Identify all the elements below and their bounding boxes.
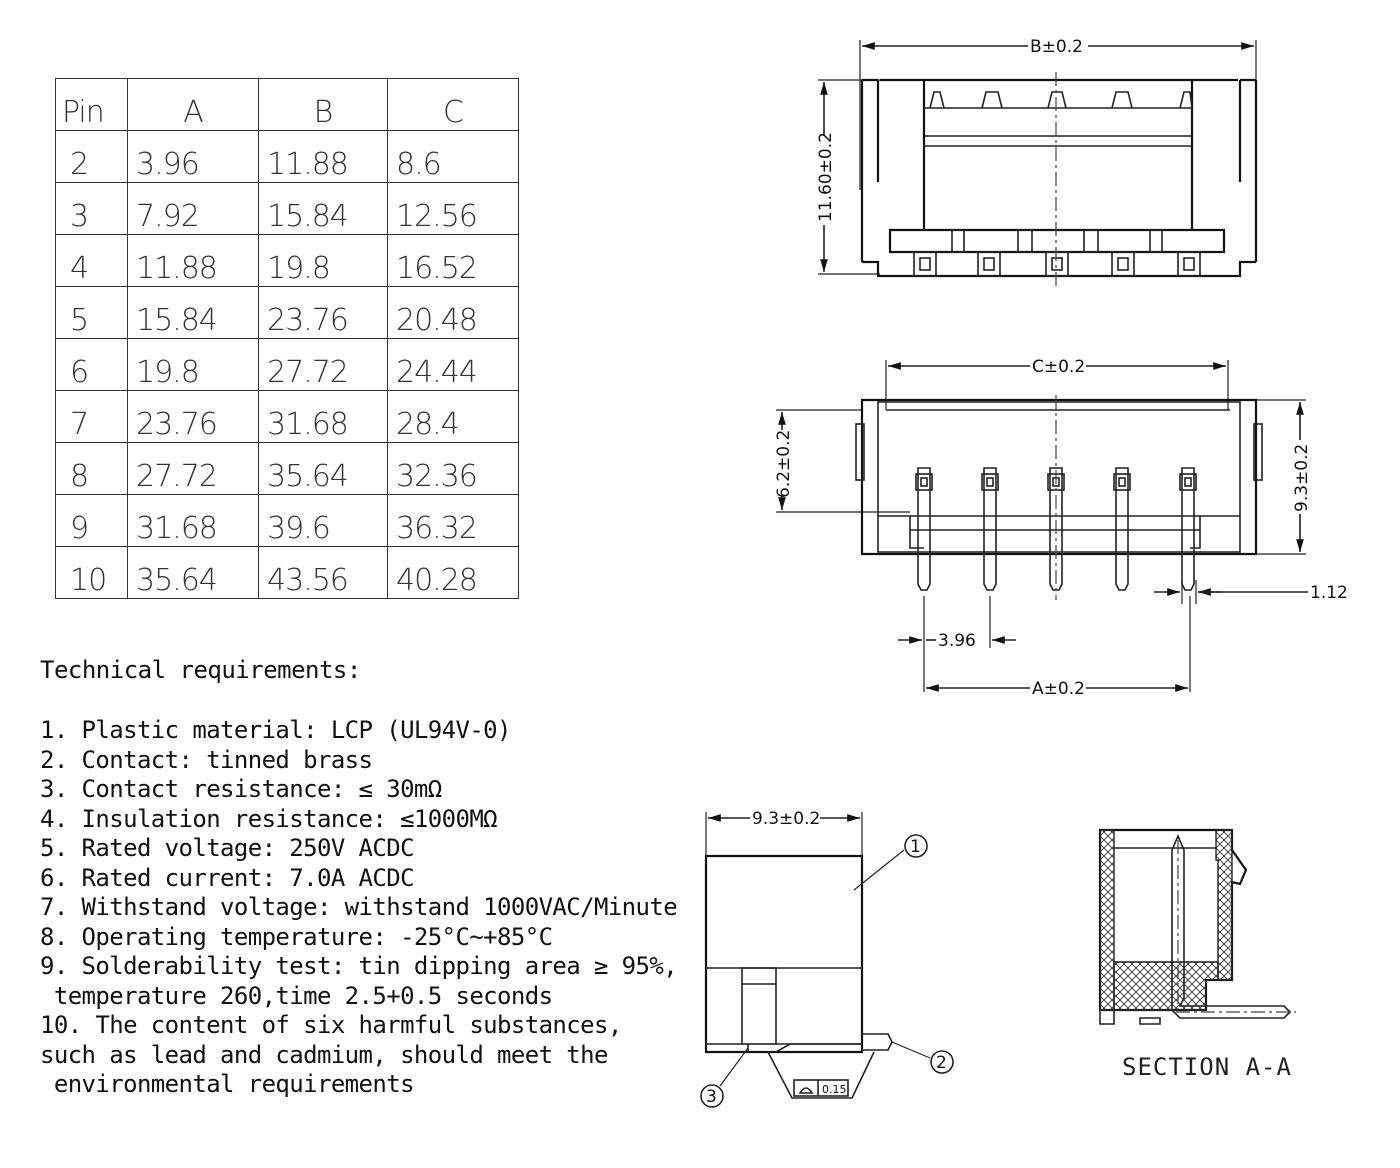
dimension-cell: 39.6 [258, 494, 388, 547]
dimension-cell: 43.56 [258, 546, 388, 599]
dimension-cell: 27.72 [258, 338, 388, 391]
tech-requirement-item: 5. Rated voltage: 250V ACDC [40, 834, 415, 862]
dim-a-label: A±0.2 [1032, 679, 1085, 699]
dimension-cell: 16.52 [387, 234, 519, 287]
dim-side-width-label: 9.3±0.2 [752, 809, 820, 829]
dimension-cell: 27.72 [127, 442, 259, 495]
dimension-cell: 31.68 [258, 390, 388, 443]
dimension-cell: 11.88 [127, 234, 259, 287]
dimension-cell: 19.8 [127, 338, 259, 391]
dim-depth-left-label: 6.2±0.2 [774, 430, 794, 498]
dim-depth-right-label: 9.3±0.2 [1292, 444, 1312, 512]
callout-3: 3 [706, 1087, 717, 1107]
top-view-pins [915, 467, 1197, 591]
dimension-cell: 19.8 [258, 234, 388, 287]
tech-requirement-item: such as lead and cadmium, should meet th… [40, 1040, 608, 1069]
dim-pin-width-label: 1.12 [1310, 583, 1348, 603]
pin-count-cell: 10 [55, 546, 128, 599]
dim-c-label: C±0.2 [1032, 357, 1085, 377]
front-view: B±0.2 11.60±0.2 [816, 37, 1258, 290]
tech-requirement-item: 9. Solderability test: tin dipping area … [40, 952, 678, 980]
tech-requirement-item: 6. Rated current: 7.0A ACDC [40, 863, 415, 892]
flatness-label: 0.15 [822, 1083, 847, 1096]
section-label: SECTION A-A [1122, 1053, 1292, 1081]
tech-requirement-item: environmental requirements [40, 1070, 415, 1098]
dimension-cell: 31.68 [127, 494, 259, 547]
callout-1: 1 [910, 837, 921, 857]
pin-count-cell: 4 [55, 234, 128, 287]
tech-requirement-item: 2. Contact: tinned brass [40, 745, 373, 774]
dim-pitch-label: 3.96 [938, 631, 976, 651]
dimension-cell: 40.28 [387, 546, 519, 599]
tech-requirements-title: Technical requirements: [40, 656, 361, 684]
dimension-cell: 3.96 [127, 130, 259, 183]
dimension-cell: 24.44 [387, 338, 519, 391]
pin-count-cell: 7 [55, 390, 128, 443]
dimension-cell: 11.88 [258, 130, 388, 183]
dimension-cell: 15.84 [127, 286, 259, 339]
tech-requirement-item: temperature 260,time 2.5+0.5 seconds [40, 981, 553, 1010]
tech-requirement-item: 3. Contact resistance: ≤ 30mΩ [40, 775, 442, 803]
tech-requirement-item: 10. The content of six harmful substance… [40, 1011, 622, 1039]
table-header-row: Pin A B C [55, 78, 519, 131]
callout-2: 2 [936, 1053, 947, 1073]
dim-b-label: B±0.2 [1030, 37, 1083, 57]
dimension-cell: 12.56 [387, 182, 519, 235]
dimension-cell: 28.4 [387, 390, 519, 443]
tech-requirement-item: 1. Plastic material: LCP (UL94V-0) [40, 716, 511, 744]
pin-count-cell: 3 [55, 182, 128, 235]
dimension-cell: 36.32 [387, 494, 519, 547]
tech-requirement-item: 7. Withstand voltage: withstand 1000VAC/… [40, 893, 678, 921]
tech-requirement-item: 8. Operating temperature: -25°C~+85°C [40, 922, 553, 951]
dimension-cell: 20.48 [387, 286, 519, 339]
table-header: Pin [55, 78, 128, 131]
pin-count-cell: 5 [55, 286, 128, 339]
dimension-cell: 35.64 [258, 442, 388, 495]
tech-requirements-list: 1. Plastic material: LCP (UL94V-0)2. Con… [40, 716, 678, 1100]
dimension-cell: 23.76 [127, 390, 259, 443]
top-view: C±0.2 6.2±0.2 9.3±0.2 [774, 357, 1348, 699]
pin-count-cell: 8 [55, 442, 128, 495]
side-view: 9.3±0.2 0.15 1 2 3 [700, 809, 954, 1108]
section-a-a: SECTION A-A [1098, 828, 1296, 1081]
tech-requirement-item: 4. Insulation resistance: ≤1000MΩ [40, 804, 498, 833]
table-header: A [127, 78, 259, 131]
dim-height-label: 11.60±0.2 [816, 132, 836, 222]
dimension-cell: 35.64 [127, 546, 259, 599]
dimension-cell: 15.84 [258, 182, 388, 235]
